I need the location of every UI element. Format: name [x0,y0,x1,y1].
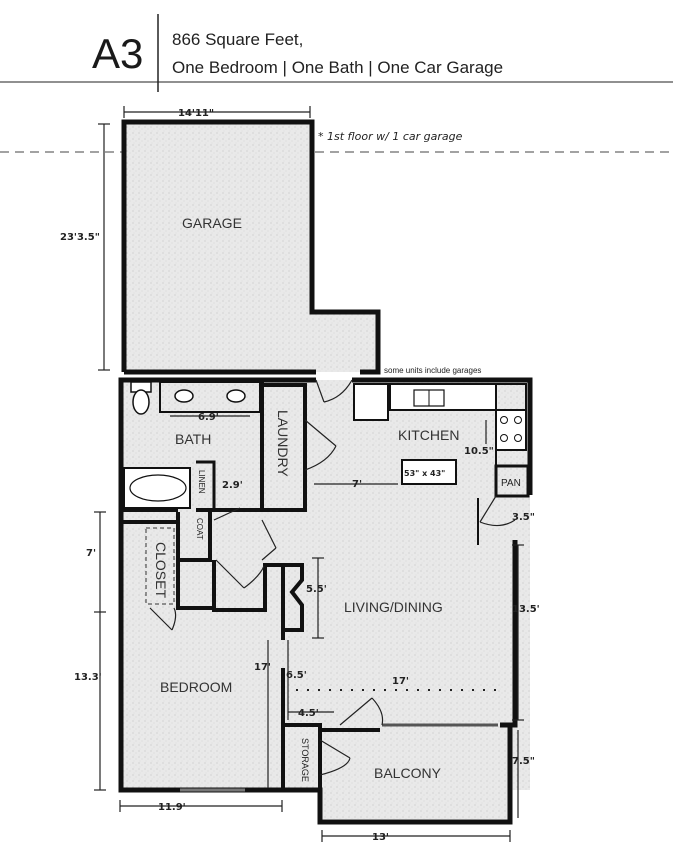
burner [500,416,508,424]
pantry-door [479,495,516,527]
balcony-depth-dim: 7.5" [512,756,535,767]
bath-width-dim: 6.9' [198,412,219,423]
closet-label: CLOSET [153,542,169,598]
island-size-dim: 53" x 43" [404,469,445,478]
stove [495,409,527,451]
sink-2 [226,389,246,403]
balcony-floor [322,725,510,819]
sink-1 [174,389,194,403]
bath-label: BATH [175,431,211,447]
storage-door [319,739,351,776]
laundry-door [304,419,337,471]
laundry-label: LAUNDRY [275,410,291,477]
living-depth-dim: 13.5' [512,604,540,615]
bedroom-label: BEDROOM [160,679,232,695]
fireplace-dim: 5.5' [306,584,327,595]
living-offset-dim: 6.5' [286,670,307,681]
garage-wall [121,119,381,375]
area-text: 866 Square Feet, [172,30,304,49]
bedroom-depth-dim: 13.3' [74,672,102,683]
closet-door [149,607,177,631]
island-dist-dim: 7' [352,479,362,490]
bedroom-width-dim: 11.9' [158,802,186,813]
linen-dim: 2.9' [222,480,243,491]
fireplace [285,563,304,632]
apartment-outer-wall [500,540,518,728]
bath-counter [159,381,261,413]
storage-wall [283,723,322,790]
pan-label: PAN [501,478,521,489]
garage-depth-dim: 23'3.5" [60,232,100,243]
storage-label: STORAGE [300,738,310,782]
hall-doors [213,507,277,561]
closet-dim: 7' [86,548,96,559]
laundry-wall [262,383,307,512]
refrigerator [353,383,389,421]
burner [514,434,522,442]
garage-floor [124,122,378,372]
pantry [494,464,530,498]
balcony-label: BALCONY [374,765,442,781]
garages-note: some units include garages [384,366,481,375]
apartment-outer-wall [248,725,513,825]
storage-width-dim: 4.5' [298,708,319,719]
garage-label: GARAGE [182,215,242,231]
kitchen-island [401,459,457,485]
living-label: LIVING/DINING [344,599,443,615]
linen-label: LINEN [197,470,206,494]
bedroom-wall [212,563,285,640]
apartment-outer-wall [352,377,533,495]
balcony-door [339,697,384,726]
garage-width-dim: 14'11" [178,108,214,119]
burner [500,434,508,442]
entry-door [315,379,353,403]
toilet-bowl [132,389,150,415]
balcony-width-dim: 13' [372,832,389,843]
burner [514,416,522,424]
rooms-summary: One Bedroom | One Bath | One Car Garage [172,58,504,77]
plan-id: A3 [92,30,144,77]
first-floor-note: * 1st floor w/ 1 car garage [318,130,463,143]
closet-wall [121,520,216,610]
kitchen-label: KITCHEN [398,427,459,443]
coat-label: COAT [195,518,204,540]
kitchen-depth-dim: 10.5" [464,446,494,457]
linen-wall [196,460,216,510]
dimension-lines [94,106,524,842]
bedroom-height-dim: 17' [254,662,271,673]
kitchen-counter-side [496,383,527,410]
bedroom-door [215,559,265,589]
pan-depth-dim: 3.5" [512,512,535,523]
closet-shelf [145,527,175,605]
living-width-dim: 17' [392,676,409,687]
bedroom-lower-floor [121,610,283,792]
bathtub-basin [129,474,187,502]
